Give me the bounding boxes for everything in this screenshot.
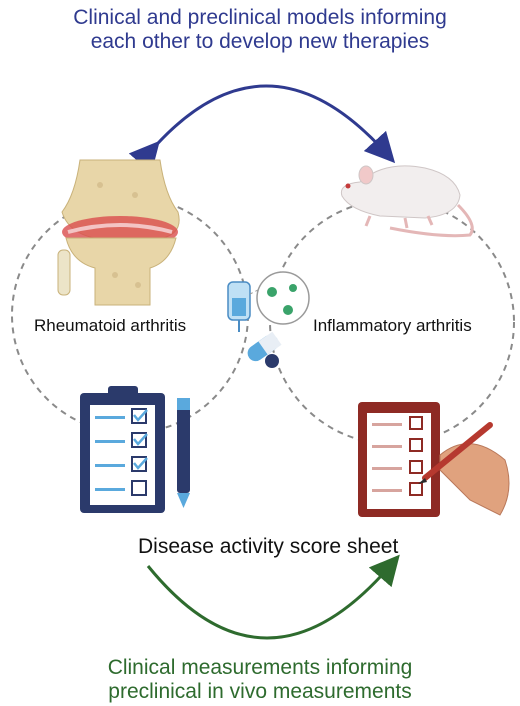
left-circle-label: Rheumatoid arthritis	[34, 316, 187, 335]
top-caption-line-2: each other to develop new therapies	[90, 30, 430, 53]
top-arrow	[128, 84, 396, 174]
pill-icon	[247, 331, 282, 368]
top-caption-line-1: Clinical and preclinical models informin…	[73, 6, 447, 29]
hand-writing-icon	[418, 422, 510, 516]
knee-joint-icon	[57, 159, 180, 306]
clipboard-icon	[80, 386, 165, 513]
pen-icon	[177, 398, 190, 508]
bottom-arrow	[146, 554, 400, 640]
mouse-icon	[340, 165, 474, 238]
clipboard-icon	[358, 402, 440, 517]
bottom-caption-line-2: preclinical in vivo measurements	[108, 680, 412, 703]
score-sheet-label: Disease activity score sheet	[138, 535, 399, 558]
bottom-caption-line-1: Clinical measurements informing	[107, 656, 413, 679]
iv-bag-icon	[227, 281, 251, 332]
virus-cells-icon	[249, 271, 310, 325]
right-circle-label: Inflammatory arthritis	[313, 316, 472, 335]
